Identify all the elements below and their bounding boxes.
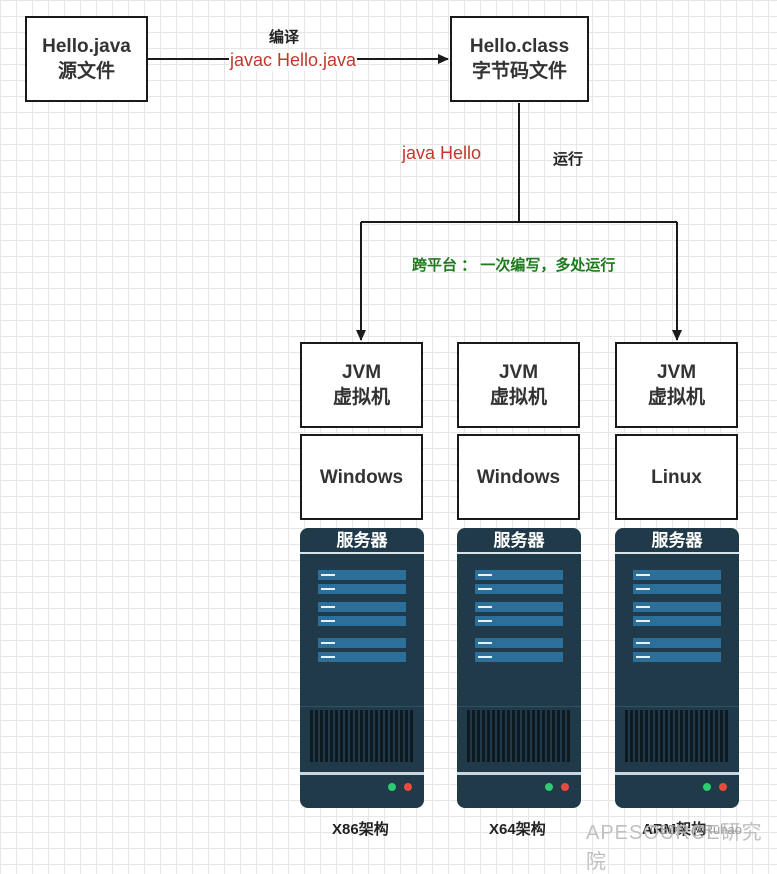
drive-bay [633, 584, 721, 594]
drive-bay [475, 616, 563, 626]
jvm-subtitle: 虚拟机 [332, 387, 390, 408]
arch-label-1: X86架构 [332, 821, 389, 838]
arch-label-2: X64架构 [489, 821, 546, 838]
bytecode-file-name: Hello.class [469, 36, 570, 57]
cross-platform-note: 跨平台 ： 一次编写，多处运行 [412, 257, 616, 274]
alert-led-icon [561, 783, 569, 791]
alert-led-icon [404, 783, 412, 791]
bytecode-file-box: Hello.class 字节码文件 [450, 16, 589, 102]
drive-bay [318, 638, 406, 648]
drive-bay [633, 602, 721, 612]
server-3: 服务器 [615, 528, 739, 808]
compile-command: javac Hello.java [229, 50, 358, 71]
drive-bay [318, 652, 406, 662]
drive-bay [475, 652, 563, 662]
jvm-box-1: JVM 虚拟机 [300, 342, 423, 428]
drive-bay [633, 652, 721, 662]
jvm-box-3: JVM 虚拟机 [615, 342, 738, 428]
os-name: Linux [651, 466, 702, 488]
server-1: 服务器 [300, 528, 424, 808]
jvm-title: JVM [498, 362, 539, 383]
server-label: 服务器 [336, 531, 388, 550]
drive-bay [318, 616, 406, 626]
vent-grille [467, 710, 571, 762]
run-label: 运行 [553, 151, 584, 168]
jvm-title: JVM [656, 362, 697, 383]
drive-bay [633, 616, 721, 626]
source-file-box: Hello.java 源文件 [25, 16, 148, 102]
server-2: 服务器 [457, 528, 581, 808]
jvm-subtitle: 虚拟机 [489, 387, 547, 408]
vent-grille [310, 710, 414, 762]
drive-bay [318, 602, 406, 612]
power-led-icon [703, 783, 711, 791]
drive-bay [475, 638, 563, 648]
compile-label: 编译 [269, 29, 300, 46]
os-name: Windows [476, 466, 561, 488]
server-label: 服务器 [651, 531, 703, 550]
drive-bay [633, 570, 721, 580]
drive-bay [318, 570, 406, 580]
power-led-icon [545, 783, 553, 791]
vent-grille [625, 710, 729, 762]
run-command: java Hello [402, 143, 482, 163]
drive-bay [475, 570, 563, 580]
jvm-box-2: JVM 虚拟机 [457, 342, 580, 428]
os-box-2: Windows [457, 434, 580, 520]
drive-bay [633, 638, 721, 648]
alert-led-icon [719, 783, 727, 791]
watermark-credit: CSDN @Ruhao [650, 822, 742, 837]
server-label: 服务器 [493, 531, 545, 550]
jvm-title: JVM [341, 362, 382, 383]
os-box-1: Windows [300, 434, 423, 520]
drive-bay [475, 602, 563, 612]
bytecode-file-desc: 字节码文件 [471, 61, 567, 82]
os-name: Windows [319, 466, 404, 488]
os-box-3: Linux [615, 434, 738, 520]
arch-label-3: ARM架构 [642, 821, 707, 838]
jvm-subtitle: 虚拟机 [647, 387, 705, 408]
power-led-icon [388, 783, 396, 791]
drive-bay [318, 584, 406, 594]
source-file-name: Hello.java [42, 36, 131, 57]
source-file-desc: 源文件 [57, 61, 115, 82]
drive-bay [475, 584, 563, 594]
